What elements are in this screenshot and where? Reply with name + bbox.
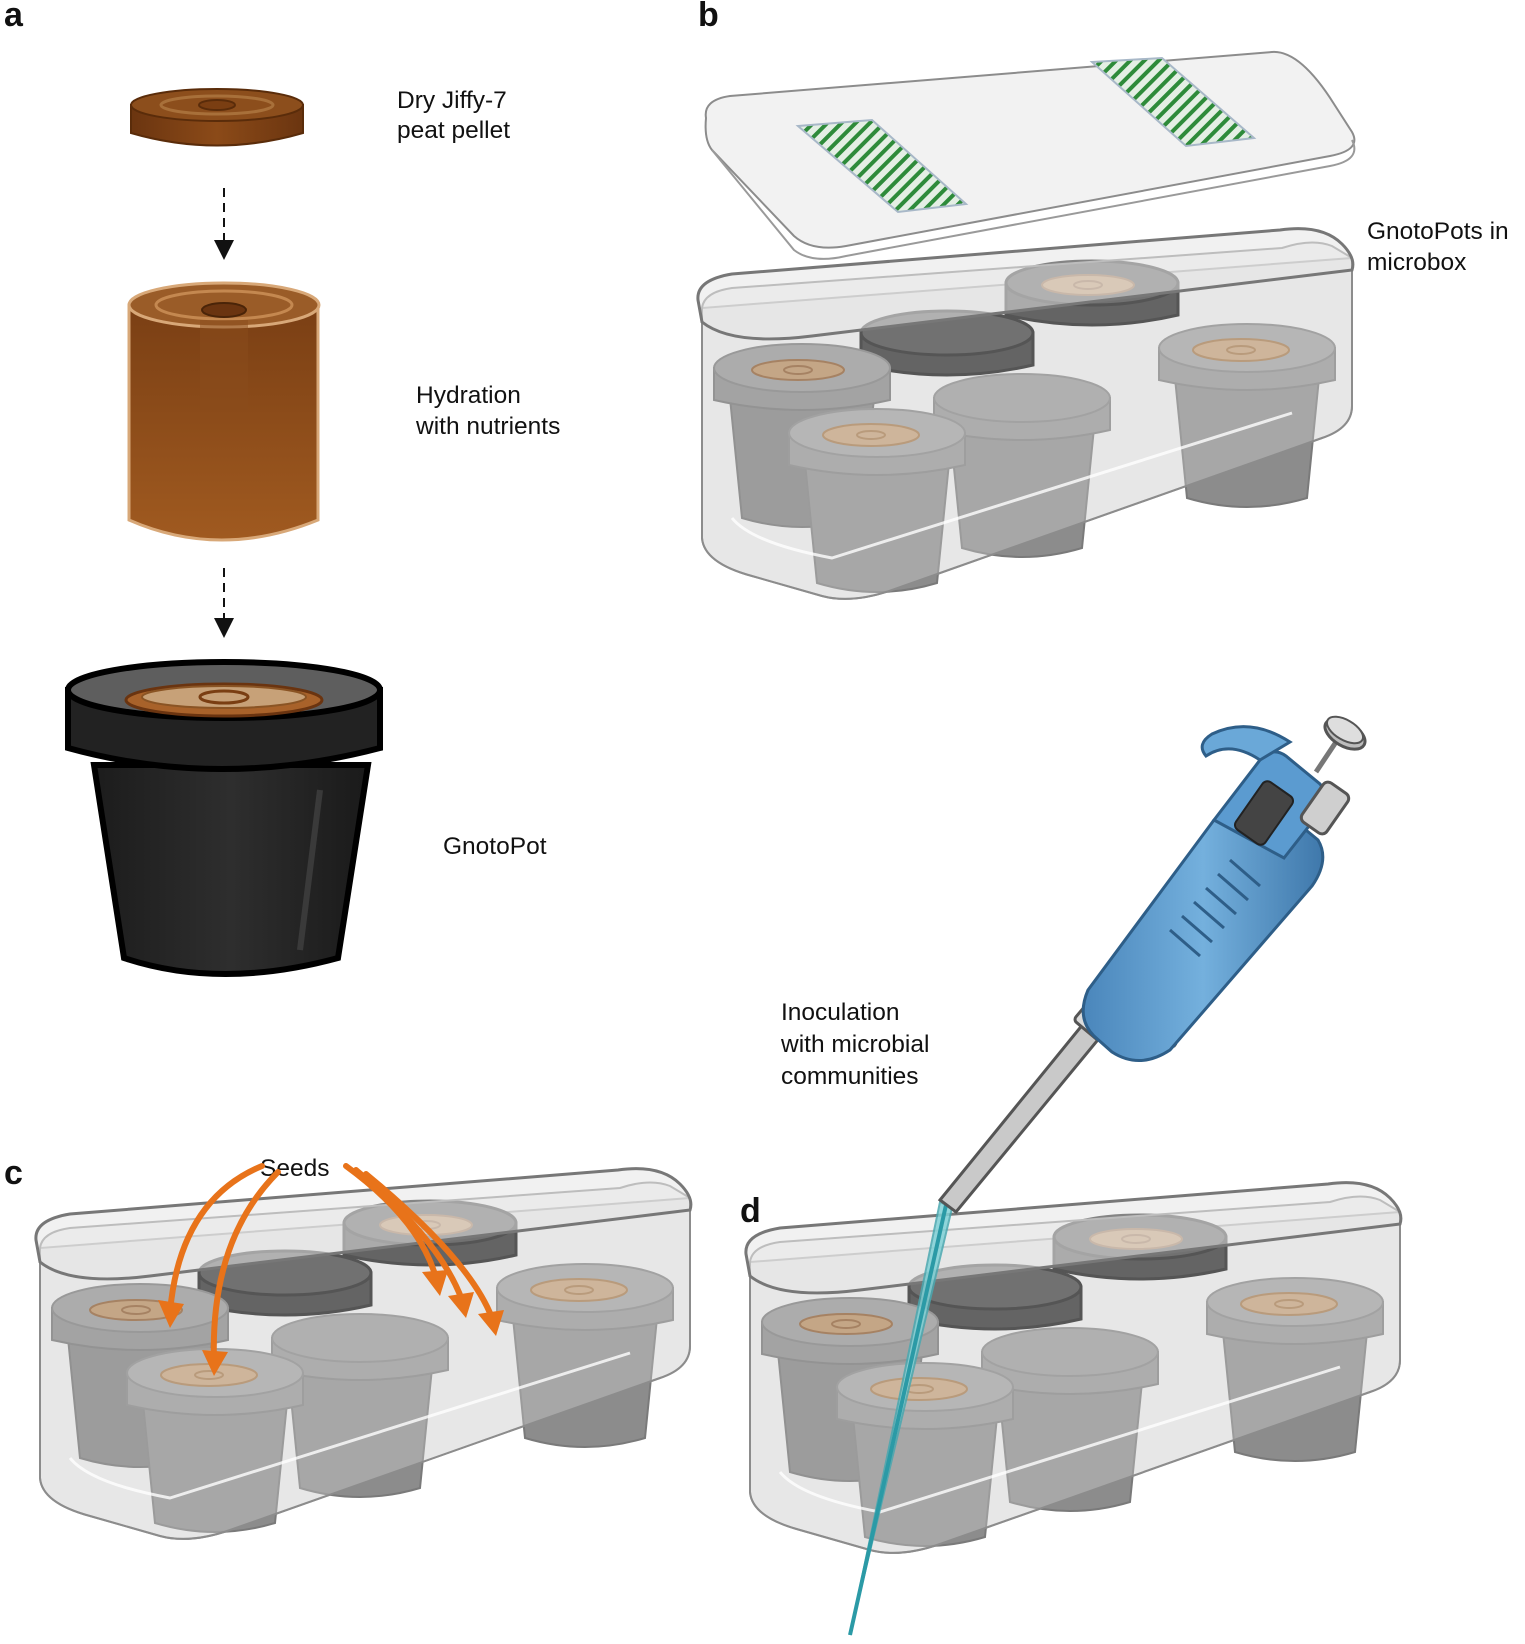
- label-gnotopots-line2: microbox: [1367, 249, 1466, 276]
- filter-patch-right: [1089, 56, 1257, 148]
- microbox-icon: [36, 1169, 691, 1539]
- microbox-icon: [746, 1183, 1401, 1553]
- pipette-icon: [848, 715, 1367, 1636]
- label-inoculation-line3: communities: [781, 1063, 919, 1090]
- seed-arrowheads: [158, 1270, 504, 1376]
- microbox-lid: [704, 50, 1356, 260]
- label-inoculation-line2: with microbial: [780, 1031, 929, 1058]
- label-gnotopot: GnotoPot: [443, 833, 547, 860]
- label-dry-pellet-line2: peat pellet: [397, 117, 510, 144]
- microbox-icon: [698, 229, 1353, 599]
- label-hydration-line2: with nutrients: [415, 413, 560, 440]
- panel-letter-b: b: [698, 0, 719, 34]
- panel-b: b GnotoPots in microbox: [698, 0, 1509, 599]
- panel-a: a Dry Jiffy-7 peat pellet Hydration with…: [4, 0, 560, 977]
- panel-letter-d: d: [740, 1192, 761, 1230]
- label-inoculation-line1: Inoculation: [781, 999, 900, 1026]
- panel-c: c Seeds: [4, 1154, 691, 1539]
- label-gnotopots-line1: GnotoPots in: [1367, 218, 1509, 245]
- peat-pellet-icon: [130, 88, 304, 147]
- label-dry-pellet-line1: Dry Jiffy-7: [397, 87, 507, 114]
- seed-arrow-icon: [167, 1163, 495, 1365]
- panel-d: d Inoculation with microbial communities: [740, 715, 1401, 1636]
- panel-letter-a: a: [4, 0, 24, 34]
- filter-patch-left: [795, 118, 969, 214]
- gnotopot-icon: [65, 659, 383, 977]
- label-hydration-line1: Hydration: [416, 382, 521, 409]
- hydrated-pellet-icon: [127, 281, 321, 542]
- panel-letter-c: c: [4, 1154, 23, 1192]
